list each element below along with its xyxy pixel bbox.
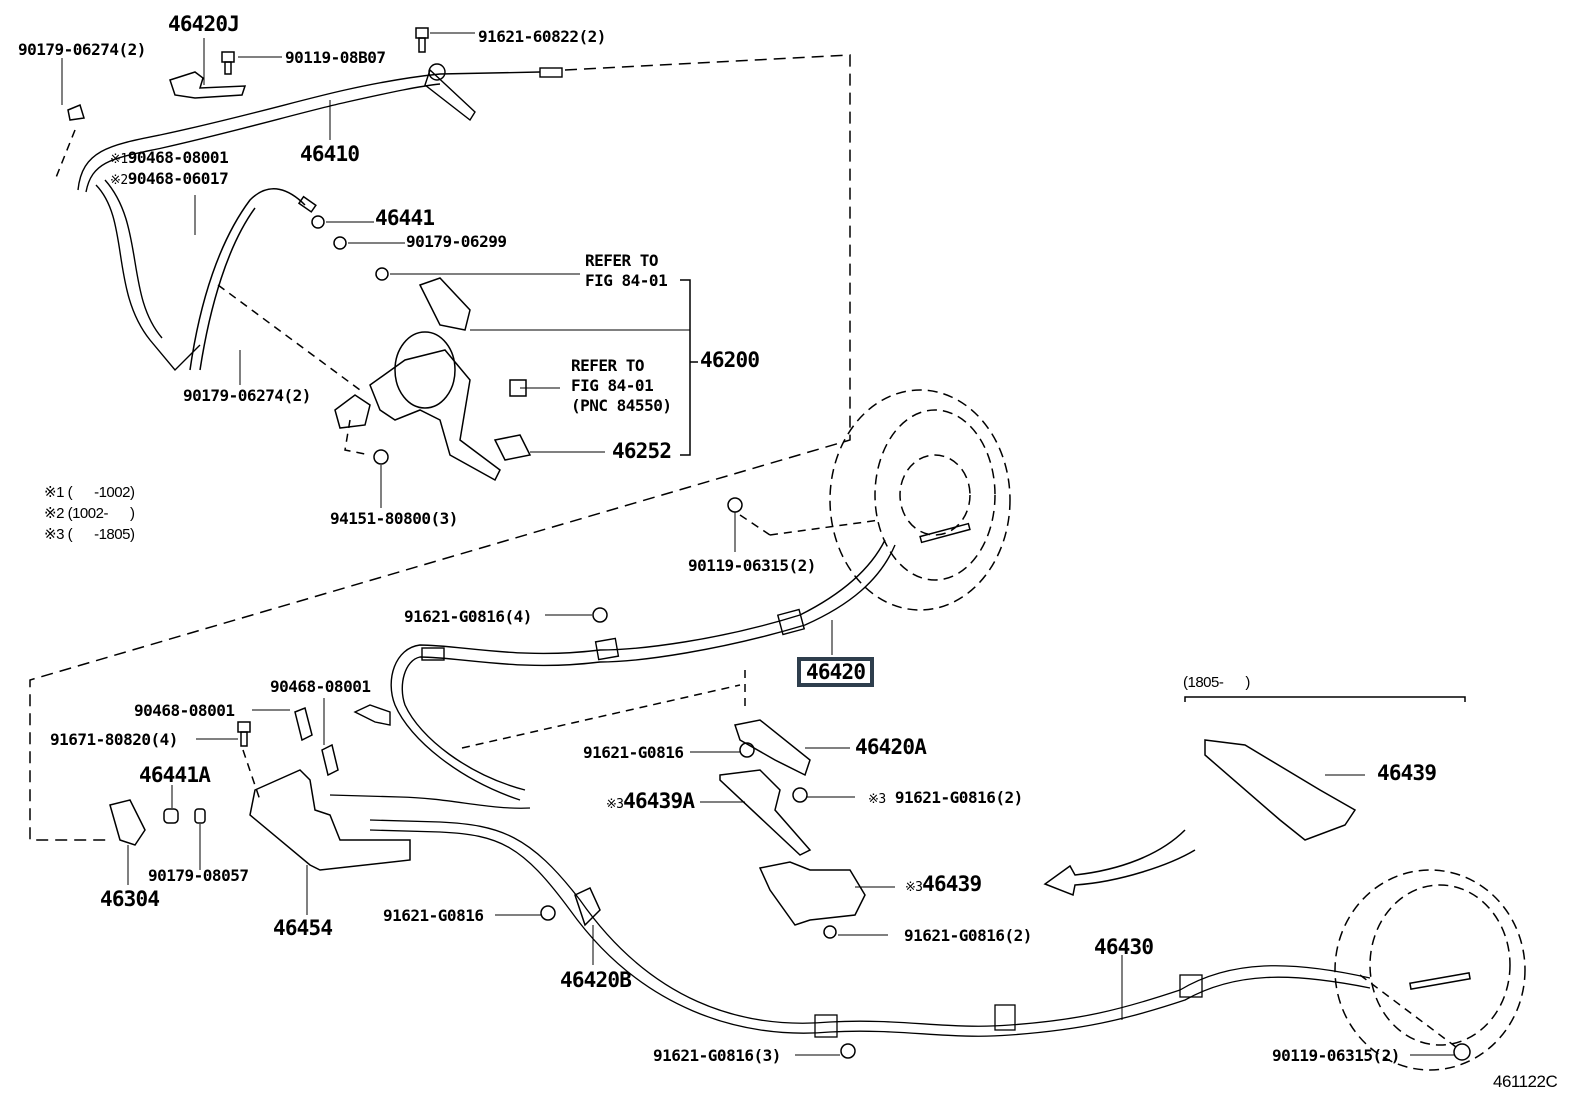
part-label-91621-G0816-a[interactable]: 91621-G0816 [583, 743, 684, 762]
legend-row-2: ※2 (1002- ) [44, 505, 135, 522]
part-label-46420-highlighted[interactable]: 46420 [797, 657, 875, 687]
part-label-91621-60822[interactable]: 91621-60822(2) [478, 27, 606, 46]
part-label-46420A[interactable]: 46420A [855, 735, 927, 759]
part-label-46439-mk3[interactable]: ※346439 [905, 872, 982, 896]
clips [294, 706, 601, 927]
part-label-46441[interactable]: 46441 [375, 206, 435, 230]
part-label-91621-G0816-b[interactable]: 91621-G0816 [383, 906, 484, 925]
adjuster-spring-lower [1409, 971, 1471, 991]
part-label-94151-80800[interactable]: 94151-80800(3) [330, 509, 458, 528]
inset-range-bracket [1184, 696, 1466, 702]
leader-lines [61, 32, 1454, 1056]
adjuster-spring-upper [919, 522, 971, 544]
assembly-boundary [29, 54, 851, 841]
part-label-90179-06299[interactable]: 90179-06299 [406, 232, 507, 251]
rear-drum-lower [1334, 869, 1526, 1071]
cover-46439[interactable] [758, 861, 866, 926]
part-label-90468-08001-b[interactable]: 90468-08001 [270, 677, 371, 696]
group-bracket-46200 [680, 279, 698, 456]
part-label-91621-G0816-2[interactable]: 91621-G0816(2) [904, 926, 1032, 945]
part-label-90468-08001-mk1[interactable]: ※190468-08001 [110, 148, 229, 167]
marker-3: ※3 [868, 792, 886, 807]
inset-range-label: (1805- ) [1183, 674, 1250, 691]
part-label-46410[interactable]: 46410 [300, 142, 360, 166]
front-cable-46410[interactable] [77, 63, 563, 372]
part-label-46200[interactable]: 46200 [700, 348, 760, 372]
part-label-91621-G0816-4[interactable]: 91621-G0816(4) [404, 607, 532, 626]
lower-cables [329, 794, 1371, 1038]
legend-row-1: ※1 ( -1002) [44, 484, 135, 501]
rear-drum-upper [829, 389, 1011, 611]
legend-row-3: ※3 ( -1805) [44, 526, 135, 543]
bracket-46420J[interactable] [169, 71, 247, 99]
inner-cable [189, 188, 317, 371]
part-label-46252[interactable]: 46252 [612, 439, 672, 463]
bracket-46439A[interactable] [719, 769, 812, 856]
part-label-46420B[interactable]: 46420B [560, 968, 632, 992]
part-label-90468-06017-mk2[interactable]: ※290468-06017 [110, 169, 229, 188]
marker-3: ※3 [606, 797, 624, 812]
connector-dashes [54, 129, 1461, 1051]
part-label-90468-08001-a[interactable]: 90468-08001 [134, 701, 235, 720]
part-label-91621-G0816-2-mk3[interactable]: ※3 91621-G0816(2) [868, 788, 1023, 807]
figure-code: 461122C [1493, 1072, 1558, 1091]
part-label-46420J[interactable]: 46420J [168, 12, 240, 36]
equalizer-46304[interactable] [109, 799, 146, 846]
fastener-icons [67, 27, 1471, 1061]
part-label-46441A[interactable]: 46441A [139, 763, 211, 787]
part-label-46454[interactable]: 46454 [273, 916, 333, 940]
part-label-90179-06274-top[interactable]: 90179-06274(2) [18, 40, 146, 59]
part-label-46439-inset[interactable]: 46439 [1377, 761, 1437, 785]
part-label-46430[interactable]: 46430 [1094, 935, 1154, 959]
marker-3: ※3 [905, 880, 923, 895]
part-label-91671-80820[interactable]: 91671-80820(4) [50, 730, 178, 749]
marker-1: ※1 [110, 152, 128, 167]
part-label-90119-06315-top[interactable]: 90119-06315(2) [688, 556, 816, 575]
part-label-46439A[interactable]: ※346439A [606, 789, 695, 813]
bracket-46420A[interactable] [734, 719, 811, 777]
parking-brake-lever-46200[interactable] [334, 277, 532, 482]
part-label-91621-G0816-3[interactable]: 91621-G0816(3) [653, 1046, 781, 1065]
part-label-90179-08057[interactable]: 90179-08057 [148, 866, 249, 885]
part-label-46304[interactable]: 46304 [100, 887, 160, 911]
rear-cable-46420[interactable] [353, 539, 896, 801]
part-label-90119-06315-bot[interactable]: 90119-06315(2) [1272, 1046, 1400, 1065]
cover-46439-inset[interactable] [1204, 739, 1357, 841]
marker-2: ※2 [110, 173, 128, 188]
cable-guide-46454[interactable] [249, 769, 411, 871]
direction-arrow [1043, 829, 1196, 897]
part-label-90179-06274-mid[interactable]: 90179-06274(2) [183, 386, 311, 405]
part-label-90119-08B07[interactable]: 90119-08B07 [285, 48, 386, 67]
